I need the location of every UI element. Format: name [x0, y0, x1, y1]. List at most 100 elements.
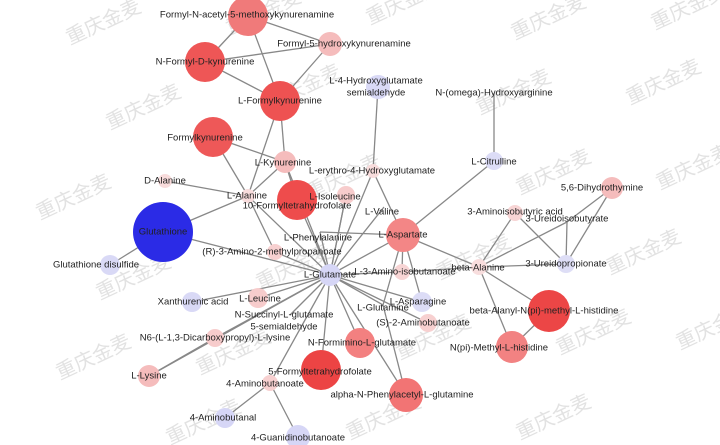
node-label-s2a: (S)-2-Aminobutanoate: [376, 318, 469, 329]
node-lkyn[interactable]: [274, 151, 296, 173]
node-lleu[interactable]: [248, 288, 268, 308]
node-label-glu: Glutathione: [139, 227, 188, 238]
node-label-lile: L-Isoleucine: [309, 192, 360, 203]
node-3uprop[interactable]: [557, 255, 575, 273]
node-label-4gb: 4-Guanidinobutanoate: [251, 433, 345, 444]
node-label-lglu: L-Glutamate: [304, 270, 356, 281]
watermark-text: 重庆金麦: [512, 389, 595, 445]
node-bala[interactable]: [471, 259, 487, 275]
node-l3a[interactable]: [394, 264, 410, 280]
edge-dala-lala: [164, 180, 249, 197]
node-fnak[interactable]: [228, 0, 268, 36]
node-nfg[interactable]: [345, 328, 375, 358]
node-label-npmh: N(pi)-Methyl-L-histidine: [450, 343, 548, 354]
node-label-3uib: 3-Ureidoisobutyrate: [526, 214, 609, 225]
node-dht[interactable]: [601, 177, 623, 199]
node-f10[interactable]: [277, 180, 317, 220]
node-label-bala: beta-Alanine: [451, 263, 504, 274]
node-label-nfdk: N-Formyl-D-kynurenine: [156, 57, 255, 68]
node-label-4abl: 4-Aminobutanal: [190, 413, 257, 424]
node-label-4ab: 4-Aminobutanoate: [226, 379, 304, 390]
edge-bala-3aib: [478, 212, 516, 268]
node-label-lfk: L-Formylkynurenine: [238, 96, 322, 107]
node-label-lasp: L-Aspartate: [378, 230, 427, 241]
edge-lery-lglu: [329, 170, 374, 276]
edge-lglu-4ab: [269, 274, 331, 384]
node-label-nfg: N-Formimino-L-glutamate: [308, 338, 416, 349]
node-4ab[interactable]: [262, 375, 278, 391]
edge-nfdk-f5h: [204, 43, 331, 63]
node-label-glud: Glutathione disulfide: [53, 260, 139, 271]
node-label-lkyn: L-Kynurenine: [255, 158, 312, 169]
node-label-llys: L-Lysine: [131, 371, 167, 382]
watermark-text: 重庆金麦: [102, 79, 185, 135]
node-l4h[interactable]: [366, 75, 390, 99]
node-label-3aib: 3-Aminoisobutyric acid: [467, 207, 563, 218]
node-label-dala: D-Alanine: [144, 176, 186, 187]
edge-lcit-lasp: [402, 160, 495, 236]
watermark-text: 重庆金麦: [362, 0, 445, 30]
node-lasp[interactable]: [386, 218, 420, 252]
node-label-lleu: L-Leucine: [239, 294, 281, 305]
edge-dht-3uprop: [565, 187, 613, 265]
edge-lile-lglu: [329, 194, 347, 276]
node-4abl[interactable]: [215, 408, 235, 428]
edge-lglu-lval: [329, 206, 385, 276]
edge-bala-3uib: [478, 221, 568, 268]
watermark-text: 重庆金麦: [507, 0, 590, 45]
watermark-text: 重庆金麦: [32, 169, 115, 225]
node-layer: [100, 0, 623, 445]
node-llys[interactable]: [138, 365, 160, 387]
node-glu[interactable]: [133, 202, 193, 262]
node-label-fk: Formylkynurenine: [167, 133, 243, 144]
node-anpg[interactable]: [389, 378, 423, 412]
node-lcit[interactable]: [485, 152, 503, 170]
node-label-lgln: L-Glutamine: [357, 303, 409, 314]
node-label-lasn: L-Asparagine: [390, 297, 447, 308]
watermark-text: 重庆金麦: [62, 0, 145, 50]
node-r3a[interactable]: [267, 244, 283, 260]
node-4gb[interactable]: [286, 425, 310, 445]
node-npmh[interactable]: [496, 331, 528, 363]
edge-lala-lglu: [247, 195, 331, 276]
node-f5h[interactable]: [318, 32, 342, 56]
node-lery[interactable]: [366, 164, 380, 178]
node-lile[interactable]: [337, 186, 355, 204]
node-3aib[interactable]: [507, 205, 523, 221]
node-banh[interactable]: [528, 290, 570, 332]
node-label-l4h: L-4-Hydroxyglutamate: [329, 76, 422, 87]
node-label-3uprop: 3-Ureidopropionate: [525, 259, 606, 270]
node-xan[interactable]: [182, 292, 202, 312]
node-fk[interactable]: [193, 117, 233, 157]
node-s2a[interactable]: [419, 314, 437, 332]
node-f5[interactable]: [301, 350, 341, 390]
node-label-f5: 5-Formyltetrahydrofolate: [268, 367, 371, 378]
node-glud[interactable]: [100, 255, 120, 275]
node-lasn[interactable]: [412, 292, 432, 312]
edge-lglu-l3a: [329, 271, 403, 276]
node-label-lcit: L-Citrulline: [471, 157, 516, 168]
node-label-lery: L-erythro-4-Hydroxyglutamate: [309, 166, 435, 177]
node-n6[interactable]: [206, 329, 224, 347]
node-lfk[interactable]: [260, 81, 300, 121]
node-label-lphe: L-Phenylalanine: [284, 233, 352, 244]
node-nfdk[interactable]: [185, 42, 225, 82]
node-label-banh: beta-Alanyl-N(pi)-methyl-L-histidine: [470, 306, 619, 317]
node-label-l3a: L-3-Amino-isobutanoate: [354, 267, 455, 278]
watermark-text: 重庆金麦: [672, 299, 720, 355]
node-label-lval: L-Valine: [365, 207, 399, 218]
watermark-text: 重庆金麦: [647, 0, 720, 35]
node-lala[interactable]: [241, 189, 255, 203]
node-label-r3a: (R)-3-Amino-2-methylpropanoate: [202, 247, 341, 258]
edge-lglu-lleu: [257, 274, 331, 299]
watermark-text: 重庆金麦: [622, 54, 705, 110]
node-label-lala: L-Alanine: [227, 191, 267, 202]
edge-l4h-lery: [372, 86, 379, 172]
node-dala[interactable]: [158, 174, 172, 188]
node-label2-l4h: semialdehyde: [347, 88, 406, 99]
node-label-dht: 5,6-Dihydrothymine: [561, 183, 643, 194]
node-label-n6: N6-(L-1,3-Dicarboxypropyl)-L-lysine: [140, 333, 290, 344]
node-label-fnak: Formyl-N-acetyl-5-methoxykynurenamine: [160, 10, 334, 21]
node-lglu[interactable]: [319, 264, 341, 286]
